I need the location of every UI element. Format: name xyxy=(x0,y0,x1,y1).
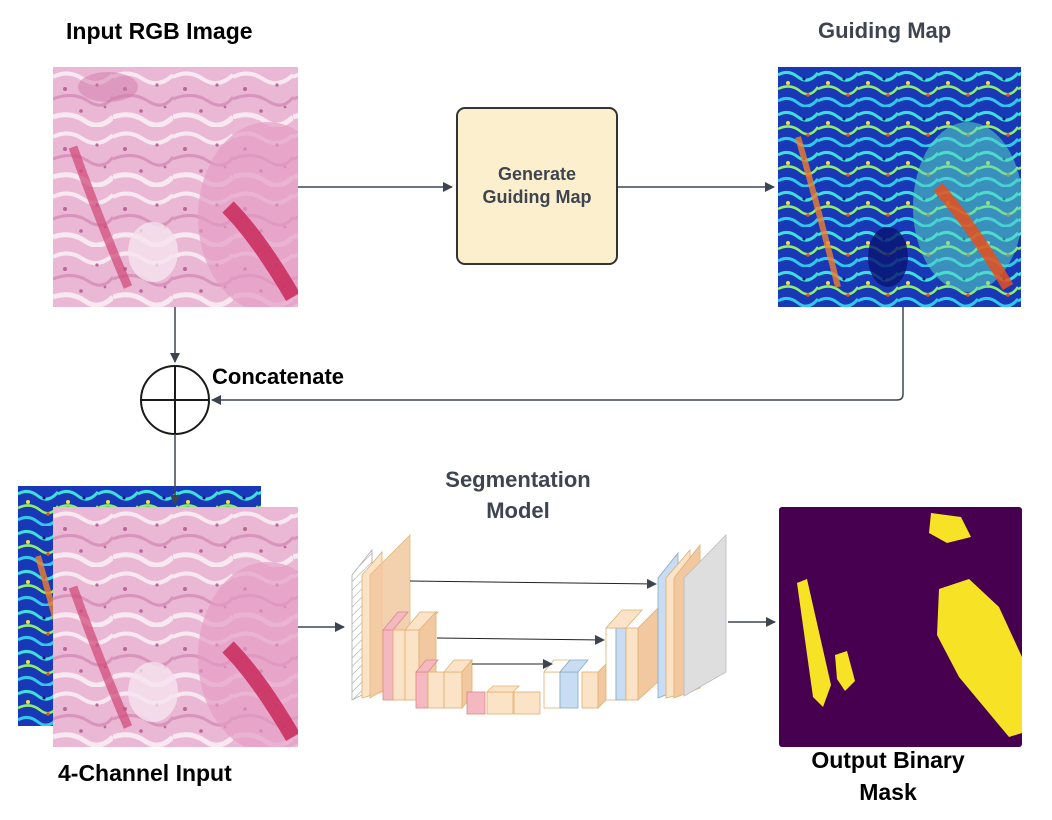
unet-skip-1 xyxy=(409,578,657,589)
unet-architecture xyxy=(351,534,727,715)
output-binary-mask-image xyxy=(779,507,1022,747)
unet-enc3 xyxy=(415,658,473,710)
input-rgb-image xyxy=(53,67,298,307)
unet-dec1 xyxy=(657,534,727,699)
input-image-title: Input RGB Image xyxy=(66,18,253,44)
segmentation-model-title: Segmentation Model xyxy=(445,467,591,523)
four-channel-input-label: 4-Channel Input xyxy=(58,760,232,786)
unet-enc1 xyxy=(351,534,411,701)
guiding-map-image xyxy=(778,67,1021,307)
unet-skip-2 xyxy=(436,634,605,645)
concatenate-label: Concatenate xyxy=(212,364,345,389)
generate-guiding-map-label: Generate Guiding Map xyxy=(482,164,592,207)
four-channel-front-rgb-image xyxy=(53,507,298,747)
output-binary-mask-label: Output Binary Mask xyxy=(811,747,965,805)
guiding-map-title: Guiding Map xyxy=(818,18,952,43)
arrow-guide-to-concat xyxy=(211,307,904,405)
unet-bottleneck xyxy=(466,685,541,715)
unet-dec3 xyxy=(543,655,615,709)
circled-plus-icon xyxy=(140,365,210,435)
unet-dec2 xyxy=(605,607,659,701)
generate-guiding-map-box: Generate Guiding Map xyxy=(456,107,618,265)
